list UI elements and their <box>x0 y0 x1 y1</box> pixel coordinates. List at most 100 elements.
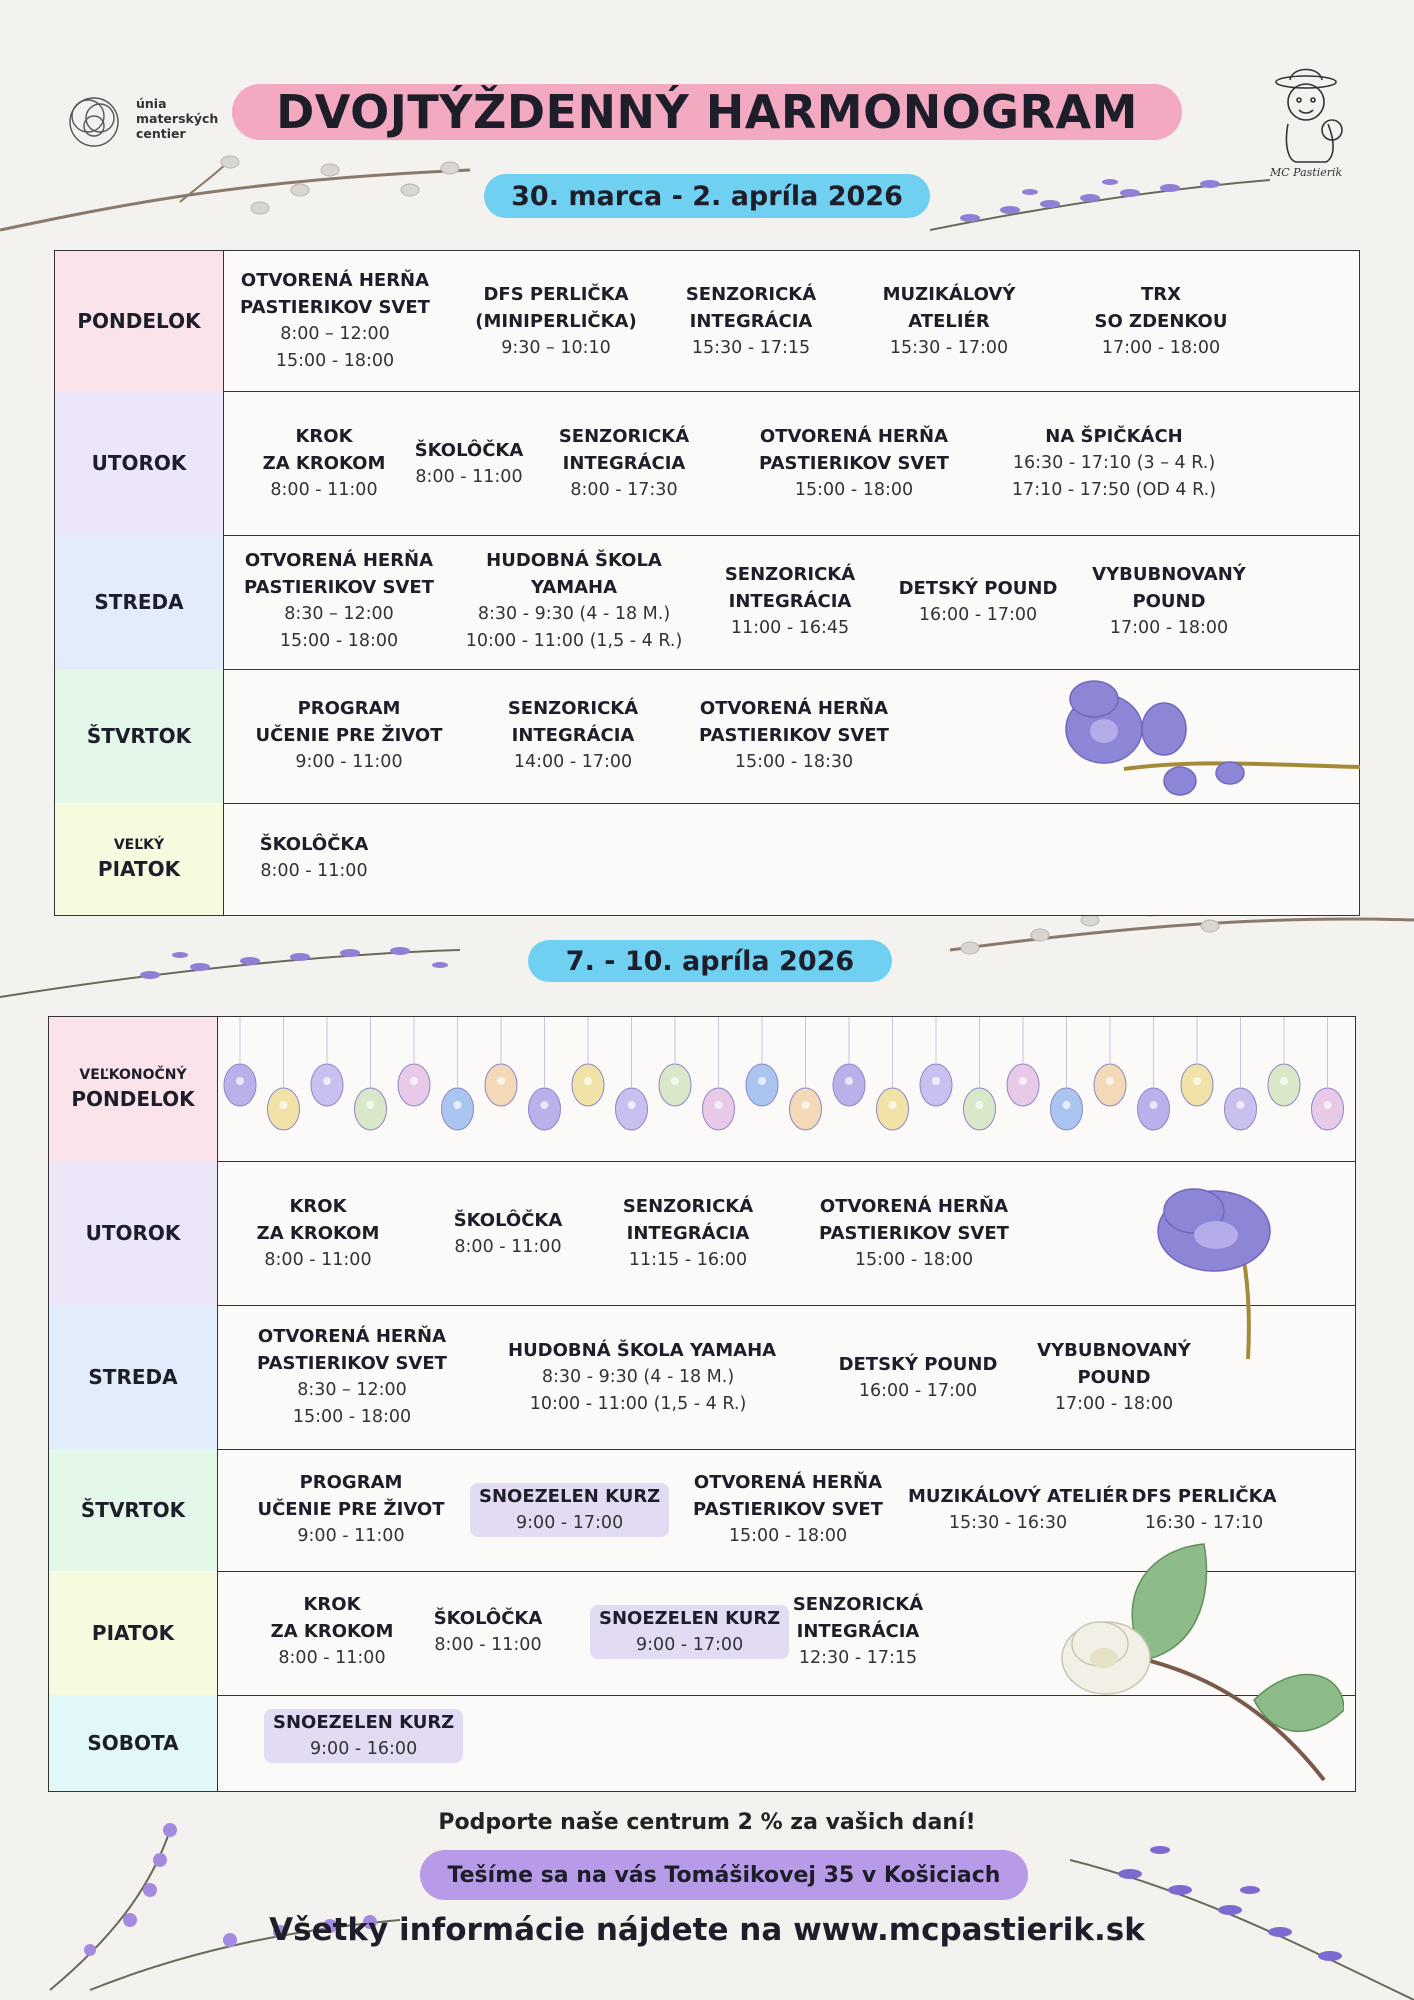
schedule-event: TRX SO ZDENKOU 17:00 - 18:00 <box>1076 281 1246 362</box>
page-title: DVOJTÝŽDENNÝ HARMONOGRAM <box>232 84 1182 140</box>
week1-row-friday: VEĽKÝ PIATOK ŠKOLÔČKA 8:00 - 11:00 <box>55 803 1359 915</box>
logo-line: centier <box>136 126 186 141</box>
egg-pattern <box>323 1077 331 1085</box>
event-title: ŠKOLÔČKA <box>414 440 524 461</box>
schedule-event: OTVORENÁ HERŇA PASTIERIKOV SVET 15:00 - … <box>744 423 964 504</box>
egg-pattern <box>627 1101 636 1109</box>
event-title: SENZORICKÁ <box>792 1594 924 1615</box>
day-label: UTOROK <box>49 1161 218 1305</box>
day-label: PONDELOK <box>55 251 224 391</box>
day-events: OTVORENÁ HERŇA PASTIERIKOV SVET 8:30 – 1… <box>224 535 1359 669</box>
event-title: SO ZDENKOU <box>1094 311 1228 332</box>
event-title: ZA KROKOM <box>270 1621 394 1642</box>
event-title: OTVORENÁ HERŇA <box>819 1196 1009 1217</box>
day-label: STREDA <box>49 1305 218 1449</box>
event-time: 9:00 - 16:00 <box>310 1739 418 1759</box>
day-label: PIATOK <box>49 1571 218 1695</box>
event-time: 8:00 - 11:00 <box>278 1648 386 1668</box>
event-time: 15:30 - 16:30 <box>948 1513 1068 1533</box>
egg-pattern <box>236 1077 244 1085</box>
day-label: SOBOTA <box>49 1695 218 1791</box>
schedule-event: KROK ZA KROKOM 8:00 - 11:00 <box>238 1193 398 1274</box>
event-title: HUDOBNÁ ŠKOLA YAMAHA <box>508 1340 777 1361</box>
event-time: 8:00 - 11:00 <box>434 1635 542 1655</box>
event-title: MUZIKÁLOVÝ <box>882 284 1016 305</box>
egg-pattern <box>1106 1077 1114 1085</box>
event-time: 8:30 – 12:00 <box>284 604 394 624</box>
event-title: (MINIPERLIČKA) <box>475 311 637 332</box>
event-title: SENZORICKÁ <box>558 426 690 447</box>
circles-logo-icon <box>69 97 119 147</box>
egg-pattern <box>1062 1101 1071 1109</box>
shepherd-boy-icon <box>1275 68 1343 163</box>
event-title: OTVORENÁ HERŇA <box>257 1326 447 1347</box>
event-time: 16:00 - 17:00 <box>858 1381 978 1401</box>
schedule-event: PROGRAM UČENIE PRE ŽIVOT 9:00 - 11:00 <box>248 1469 454 1550</box>
schedule-event: DFS PERLIČKA (MINIPERLIČKA) 9:30 – 10:10 <box>456 281 656 362</box>
event-time: 15:00 - 18:00 <box>292 1407 412 1427</box>
event-title: INTEGRÁCIA <box>796 1621 920 1642</box>
day-events: ŠKOLÔČKA 8:00 - 11:00 <box>224 803 1359 915</box>
event-title: DFS PERLIČKA <box>483 284 629 305</box>
day-events: OTVORENÁ HERŇA PASTIERIKOV SVET 8:30 – 1… <box>218 1305 1355 1449</box>
event-title: KROK <box>295 426 353 447</box>
tax-support-note: Podporte naše centrum 2 % za vašich daní… <box>438 1810 976 1835</box>
schedule-event: VYBUBNOVANÝ POUND 17:00 - 18:00 <box>1024 1337 1204 1418</box>
schedule-event: DETSKÝ POUND 16:00 - 17:00 <box>838 1351 998 1405</box>
event-time: 9:00 - 17:00 <box>516 1513 624 1533</box>
event-time: 8:00 - 11:00 <box>264 1250 372 1270</box>
schedule-event: MUZIKÁLOVÝ ATELIÉR 15:30 - 16:30 <box>908 1483 1128 1537</box>
day-name: SOBOTA <box>87 1731 179 1755</box>
week2-row-tuesday: UTOROK KROK ZA KROKOM 8:00 - 11:00 ŠKOLÔ… <box>49 1161 1355 1360</box>
day-label: VEĽKÝ PIATOK <box>55 803 224 915</box>
event-title: ŠKOLÔČKA <box>433 1608 543 1629</box>
snoezelen-course-badge: SNOEZELEN KURZ 9:00 - 16:00 <box>264 1709 464 1763</box>
event-title: HUDOBNÁ ŠKOLA <box>486 550 662 571</box>
event-time: 15:00 - 18:00 <box>854 1250 974 1270</box>
event-time: 11:00 - 16:45 <box>730 618 850 638</box>
week1-date: 30. marca - 2. apríla 2026 <box>484 174 930 218</box>
egg-pattern <box>975 1101 984 1109</box>
event-title: KROK <box>303 1594 361 1615</box>
event-title: PASTIERIKOV SVET <box>819 1223 1009 1244</box>
schedule-event: OTVORENÁ HERŇA PASTIERIKOV SVET 15:00 - … <box>684 695 904 776</box>
event-title: DFS PERLIČKA <box>1131 1486 1277 1507</box>
easter-eggs-decoration <box>223 1017 1344 1131</box>
event-title: POUND <box>1132 591 1206 612</box>
event-time: 8:00 - 11:00 <box>454 1237 562 1257</box>
week2-row-monday: VEĽKONOČNÝ PONDELOK <box>49 1017 1355 1162</box>
week2-row-wednesday: STREDA OTVORENÁ HERŇA PASTIERIKOV SVET 8… <box>49 1305 1355 1450</box>
lavender-decoration <box>930 179 1270 231</box>
egg-pattern <box>671 1077 679 1085</box>
egg-pattern <box>453 1101 462 1109</box>
event-title: SNOEZELEN KURZ <box>599 1608 781 1629</box>
logo-line: únia <box>136 96 167 111</box>
event-time: 16:00 - 17:00 <box>918 605 1038 625</box>
event-time: 15:00 - 18:00 <box>728 1526 848 1546</box>
mc-pastierik-logo: MC Pastierik <box>1266 64 1358 184</box>
willow-branch-decoration <box>0 155 471 232</box>
snoezelen-course-badge: SNOEZELEN KURZ 9:00 - 17:00 <box>470 1483 670 1537</box>
event-time: 10:00 - 11:00 (1,5 - 4 R.) <box>465 631 683 651</box>
schedule-event: OTVORENÁ HERŇA PASTIERIKOV SVET 8:30 – 1… <box>238 1323 466 1431</box>
event-title: PASTIERIKOV SVET <box>240 297 430 318</box>
event-time: 17:00 - 18:00 <box>1109 618 1229 638</box>
week2-date: 7. - 10. apríla 2026 <box>528 940 892 982</box>
event-title: PASTIERIKOV SVET <box>699 725 889 746</box>
event-time: 15:00 - 18:30 <box>734 752 854 772</box>
event-time: 16:30 - 17:10 <box>1144 1513 1264 1533</box>
event-title: TRX <box>1140 284 1182 305</box>
event-time: 17:00 - 18:00 <box>1054 1394 1174 1414</box>
event-time: 8:00 - 11:00 <box>260 861 368 881</box>
day-events: KROK ZA KROKOM 8:00 - 11:00 ŠKOLÔČKA 8:0… <box>218 1161 1355 1360</box>
week1-row-wednesday: STREDA OTVORENÁ HERŇA PASTIERIKOV SVET 8… <box>55 535 1359 670</box>
event-time: 17:00 - 18:00 <box>1101 338 1221 358</box>
event-title: ZA KROKOM <box>256 1223 380 1244</box>
event-time: 8:00 - 17:30 <box>570 480 678 500</box>
schedule-event: DFS PERLIČKA 16:30 - 17:10 <box>1124 1483 1284 1537</box>
day-prefix: VEĽKÝ <box>113 837 165 853</box>
egg-pattern <box>584 1077 592 1085</box>
event-title: ATELIÉR <box>908 311 990 332</box>
event-title: PASTIERIKOV SVET <box>693 1499 883 1520</box>
event-time: 16:30 - 17:10 (3 – 4 R.) <box>1012 453 1216 473</box>
